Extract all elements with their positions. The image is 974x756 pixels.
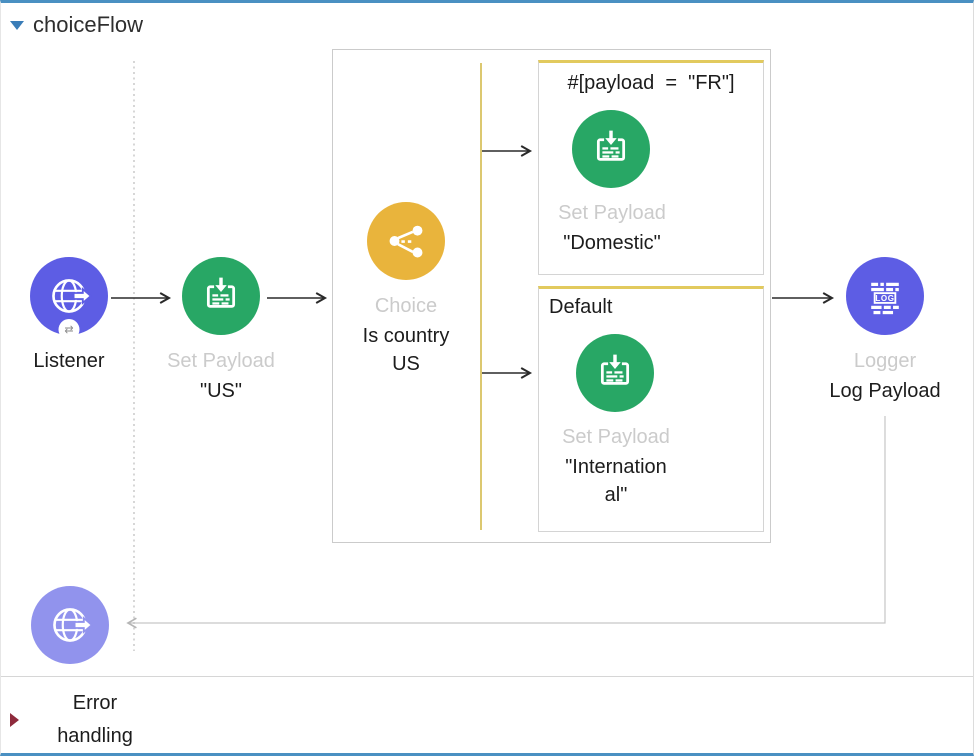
default-route-box[interactable]: Default Set Payload "Internation al" (538, 286, 764, 532)
error-source-node (31, 586, 109, 664)
when-set-payload-labels: Set Payload "Domestic" (539, 202, 685, 255)
when-set-payload-node[interactable] (572, 110, 650, 188)
flow-collapse-icon[interactable] (10, 20, 24, 30)
set-payload-node: Set Payload "US" (141, 257, 301, 403)
listener-node: ⇄ Listener (1, 257, 149, 373)
default-set-payload-label: Set Payload (562, 426, 670, 448)
set-payload-value: "US" (200, 380, 242, 402)
choice-router-button[interactable] (367, 202, 445, 280)
logger-doc: Log Payload (829, 380, 941, 402)
logger-icon: LOG (871, 282, 899, 315)
logger-node: LOG Logger Log Payload (800, 257, 970, 403)
globe-arrow-icon (52, 279, 92, 313)
logger-label: Logger (853, 350, 917, 372)
error-handling-title-line1: Error (72, 692, 118, 714)
error-handling-title: Error handling (29, 687, 161, 753)
choice-label: Choice (374, 295, 438, 317)
logger-icon-text: LOG (875, 294, 894, 303)
set-payload-icon (206, 277, 236, 308)
choice-doc-line1: Is country (362, 325, 450, 347)
default-set-payload-value-line1: "Internation (565, 456, 667, 478)
http-listener-button[interactable]: ⇄ (30, 257, 108, 340)
default-set-payload-labels: Set Payload "Internation al" (539, 426, 693, 512)
logger-button[interactable]: LOG (846, 257, 924, 335)
set-payload-icon (596, 130, 626, 161)
error-handling-collapse-icon[interactable] (10, 713, 19, 727)
default-set-payload-node[interactable] (576, 334, 654, 412)
swap-arrows-badge-icon: ⇄ (58, 319, 80, 340)
set-payload-icon (600, 354, 630, 385)
flow-title: choiceFlow (33, 12, 144, 37)
when-set-payload-label: Set Payload (558, 202, 666, 224)
set-payload-label: Set Payload (167, 350, 275, 372)
when-route-condition: #[payload = "FR"] (567, 72, 735, 94)
choice-branch-icon (389, 225, 423, 258)
listener-label: Listener (33, 350, 105, 372)
set-payload-button[interactable] (182, 257, 260, 335)
error-handling-divider (1, 676, 973, 677)
when-set-payload-value: "Domestic" (563, 232, 661, 254)
choice-doc-line2: US (392, 353, 420, 375)
error-source-button[interactable] (31, 586, 109, 664)
globe-arrow-icon (53, 608, 93, 642)
error-handling-title-line2: handling (57, 725, 133, 747)
choice-node: Choice Is country US (326, 202, 486, 381)
default-route-label: Default (549, 296, 613, 318)
when-route-box[interactable]: #[payload = "FR"] Set Payload "Domestic" (538, 60, 764, 275)
flow-header: choiceFlow (10, 12, 143, 38)
default-set-payload-value-line2: al" (604, 484, 628, 506)
